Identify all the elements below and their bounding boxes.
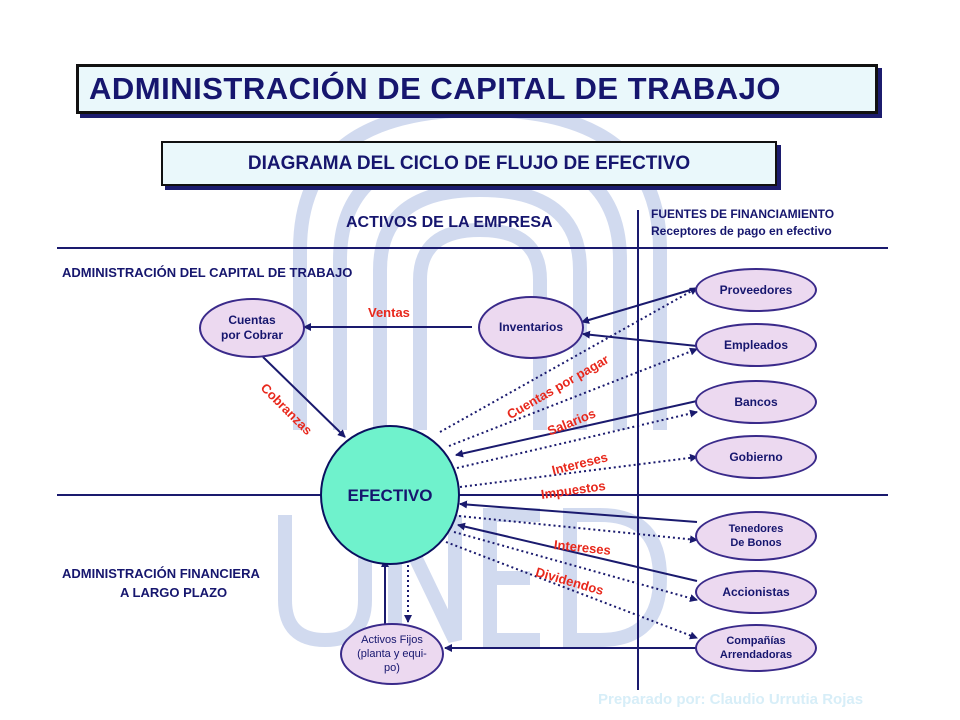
node-accionistas: Accionistas	[695, 570, 817, 614]
header-capital-trabajo: ADMINISTRACIÓN DEL CAPITAL DE TRABAJO	[62, 265, 353, 280]
node-label: Activos Fijos	[361, 634, 423, 646]
node-efectivo: EFECTIVO	[320, 425, 460, 565]
header-receptores: Receptores de pago en efectivo	[651, 224, 832, 238]
node-label: Bancos	[734, 394, 778, 409]
arrow-empleados-inventarios	[582, 330, 698, 347]
node-label: po)	[384, 662, 400, 674]
header-fuentes: FUENTES DE FINANCIAMIENTO	[651, 207, 835, 221]
node-label: Compañías	[726, 635, 786, 647]
node-gobierno: Gobierno	[695, 435, 817, 479]
arrow-cuentas-por-pagar	[439, 287, 698, 433]
arrow-accionistas-efectivo	[457, 522, 698, 582]
arrow-intereses-bancos	[456, 409, 698, 469]
arrow-proveedores-inventarios	[581, 287, 698, 324]
header-activos: ACTIVOS DE LA EMPRESA	[346, 214, 553, 231]
node-label: Tenedores	[728, 523, 784, 535]
arrow-cobranzas	[262, 356, 346, 438]
node-proveedores: Proveedores	[695, 268, 817, 312]
header-largo-plazo: A LARGO PLAZO	[120, 585, 228, 600]
node-inventarios: Inventarios	[478, 296, 584, 359]
node-activos-fijos: Activos Fijos (planta y equi-po)	[340, 623, 444, 685]
node-label: por Cobrar	[220, 328, 283, 342]
node-label: Arrendadoras	[719, 649, 793, 661]
node-label: Accionistas	[722, 584, 790, 599]
node-label: De Bonos	[730, 537, 782, 549]
node-label: Proveedores	[719, 282, 793, 297]
arrow-dividendos	[453, 531, 698, 602]
node-bancos: Bancos	[695, 380, 817, 424]
arrow-tenedores-efectivo	[459, 500, 698, 523]
node-label: Cuentas	[228, 313, 276, 327]
arrow-efectivo-companias	[445, 541, 698, 640]
node-empleados: Empleados	[695, 323, 817, 367]
arrow-salarios	[448, 347, 698, 447]
node-label: (planta y equi-	[357, 648, 427, 660]
node-label: Inventarios	[498, 320, 564, 334]
flow-label-ventas: Ventas	[368, 305, 410, 320]
node-tenedores-de-bonos: Tenedores De Bonos	[695, 511, 817, 561]
credit-watermark: Preparado por: Claudio Urrutia Rojas	[598, 691, 864, 708]
page-title: ADMINISTRACIÓN DE CAPITAL DE TRABAJO	[76, 64, 878, 114]
node-label: Empleados	[723, 337, 789, 352]
node-label: Gobierno	[729, 449, 783, 464]
header-financiera: ADMINISTRACIÓN FINANCIERA	[62, 566, 260, 581]
node-label: EFECTIVO	[347, 485, 433, 505]
diagram-subtitle: DIAGRAMA DEL CICLO DE FLUJO DE EFECTIVO	[161, 141, 777, 186]
arrow-bancos-efectivo	[455, 400, 698, 458]
